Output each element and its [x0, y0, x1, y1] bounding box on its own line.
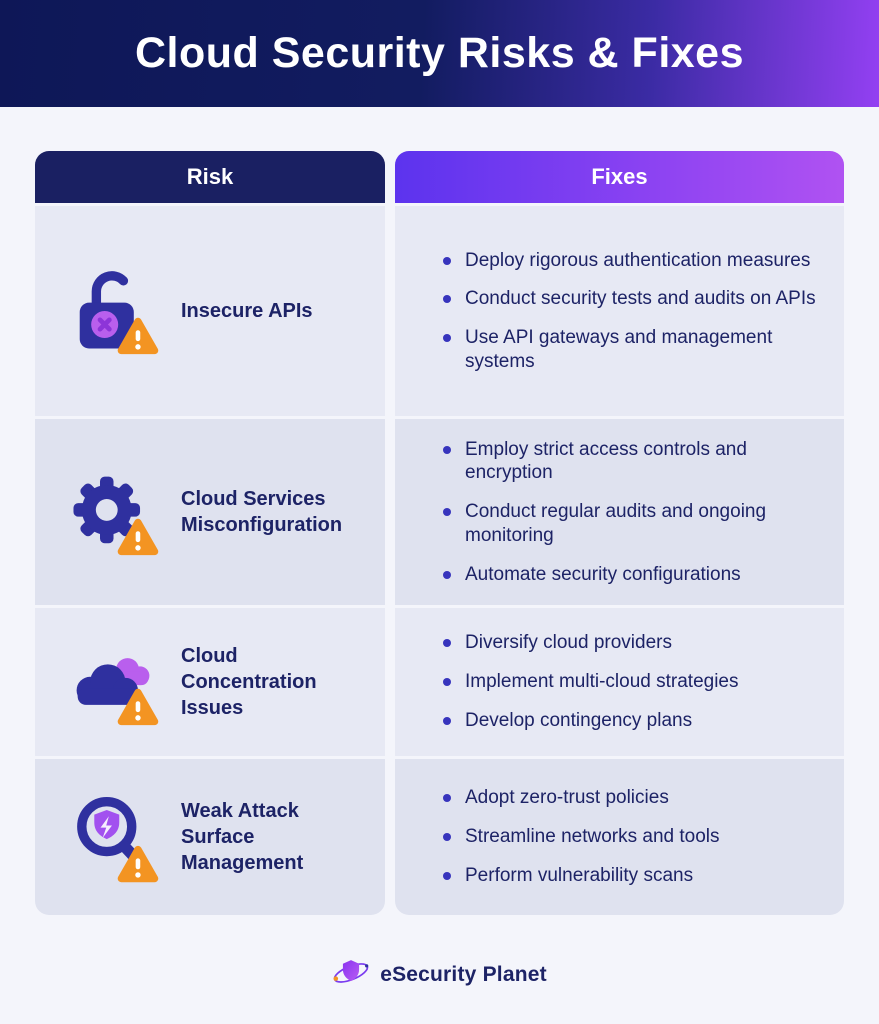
fix-item: Develop contingency plans	[443, 709, 820, 733]
fix-text: Adopt zero-trust policies	[465, 787, 669, 809]
risk-label: Weak Attack Surface Management	[181, 800, 304, 874]
footer: eSecurity Planet	[0, 953, 879, 996]
fixes-cell-concentration: Diversify cloud providers Implement mult…	[395, 608, 844, 756]
fix-item: Adopt zero-trust policies	[443, 786, 820, 810]
fix-item: Conduct regular audits and ongoing monit…	[443, 500, 820, 548]
brand-logo-icon	[332, 953, 370, 996]
risk-label: Insecure APIs	[181, 300, 313, 322]
fix-item: Use API gateways and management systems	[443, 326, 820, 374]
bullet-icon	[443, 508, 451, 517]
fix-text: Automate security configurations	[465, 563, 741, 585]
fixes-cell-insecure-apis: Deploy rigorous authentication measures …	[395, 206, 844, 416]
fix-item: Implement multi-cloud strategies	[443, 670, 820, 694]
bullet-icon	[443, 256, 451, 265]
fix-item: Diversify cloud providers	[443, 631, 820, 655]
fix-text: Deploy rigorous authentication measures	[465, 249, 811, 271]
fix-text: Perform vulnerability scans	[465, 864, 694, 886]
bullet-icon	[443, 833, 451, 842]
padlock-x-warning-icon	[61, 259, 165, 363]
page-title: Cloud Security Risks & Fixes	[134, 29, 745, 77]
bullet-icon	[443, 794, 451, 803]
magnifier-shield-warning-icon	[61, 785, 165, 889]
brand-name: eSecurity Planet	[380, 962, 547, 986]
fixes-cell-misconfiguration: Employ strict access controls and encryp…	[395, 419, 844, 605]
bullet-icon	[443, 334, 451, 342]
gear-warning-icon	[61, 460, 165, 564]
fix-text: Develop contingency plans	[465, 709, 693, 731]
risk-label: Cloud Services Misconfiguration	[181, 488, 343, 536]
fixes-column-header: Fixes	[395, 151, 844, 203]
risk-cell-insecure-apis: Insecure APIs	[35, 206, 385, 416]
bullet-icon	[443, 570, 451, 579]
fix-text: Streamline networks and tools	[465, 826, 720, 848]
fixes-cell-attack-surface: Adopt zero-trust policies Streamline net…	[395, 759, 844, 915]
bullet-icon	[443, 678, 451, 687]
fix-item: Deploy rigorous authentication measures	[443, 249, 820, 273]
fix-item: Streamline networks and tools	[443, 825, 820, 849]
risk-label: Cloud Concentration Issues	[181, 645, 317, 719]
fix-item: Conduct security tests and audits on API…	[443, 287, 820, 311]
fix-item: Perform vulnerability scans	[443, 864, 820, 888]
fix-text: Conduct security tests and audits on API…	[465, 288, 816, 310]
risk-cell-attack-surface: Weak Attack Surface Management	[35, 759, 385, 915]
bullet-icon	[443, 295, 451, 304]
bullet-icon	[443, 639, 451, 648]
risk-cell-concentration: Cloud Concentration Issues	[35, 608, 385, 756]
risk-fixes-table: Risk Fixes Insecure APIs Deploy rigorous…	[35, 151, 844, 915]
bullet-icon	[443, 871, 451, 880]
header-banner: Cloud Security Risks & Fixes	[0, 0, 879, 107]
fix-text: Employ strict access controls and encryp…	[465, 438, 747, 484]
clouds-warning-icon	[61, 630, 165, 734]
risk-column-header: Risk	[35, 151, 385, 203]
fix-text: Use API gateways and management systems	[465, 327, 773, 372]
fix-item: Automate security configurations	[443, 563, 820, 587]
fix-item: Employ strict access controls and encryp…	[443, 438, 820, 486]
fix-text: Conduct regular audits and ongoing monit…	[465, 501, 767, 546]
fix-text: Implement multi-cloud strategies	[465, 671, 739, 693]
bullet-icon	[443, 716, 451, 725]
bullet-icon	[443, 445, 451, 454]
risk-cell-misconfiguration: Cloud Services Misconfiguration	[35, 419, 385, 605]
fix-text: Diversify cloud providers	[465, 632, 672, 654]
